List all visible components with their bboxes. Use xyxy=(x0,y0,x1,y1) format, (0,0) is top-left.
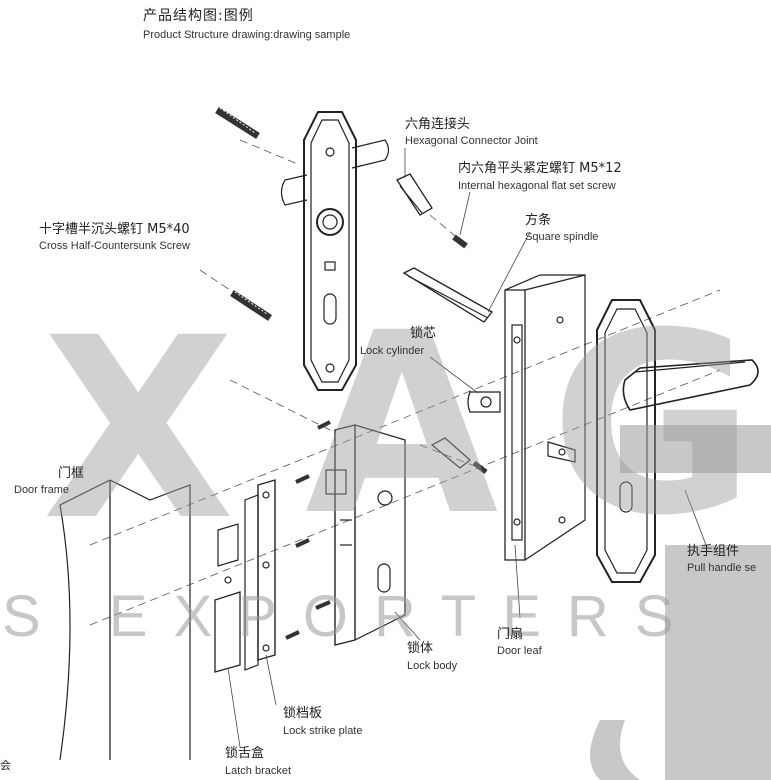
rear-escutcheon xyxy=(596,299,759,583)
front-escutcheon xyxy=(280,111,390,391)
label-lock-body-en: Lock body xyxy=(407,660,458,672)
label-door-leaf-cn: 门扇 xyxy=(497,627,524,642)
label-door-frame-en: Door frame xyxy=(14,484,70,496)
label-handle-cn: 执手组件 xyxy=(687,544,740,559)
door-leaf xyxy=(504,274,586,561)
watermark-x: X xyxy=(42,284,235,575)
square-spindle xyxy=(402,267,493,323)
label-latch-cn: 锁舌盒 xyxy=(225,746,265,761)
lock-cylinder xyxy=(467,391,576,463)
label-spindle-cn: 方条 xyxy=(525,213,552,228)
lock-strike-plate xyxy=(244,479,276,671)
label-spindle-en: Square spindle xyxy=(525,231,599,243)
label-hex-joint-cn: 六角连接头 xyxy=(405,117,471,132)
label-door-leaf-en: Door leaf xyxy=(497,645,542,657)
label-set-screw-en: Internal hexagonal flat set screw xyxy=(458,180,616,192)
hex-connector-joint xyxy=(396,173,433,216)
label-handle-en: Pull handle se xyxy=(687,562,757,574)
label-set-screw-cn: 内六角平头紧定螺钉 M5*12 xyxy=(458,161,622,176)
lock-body xyxy=(325,424,406,646)
set-screw xyxy=(452,234,468,249)
latch-bracket xyxy=(214,523,241,673)
label-cylinder-cn: 锁芯 xyxy=(410,326,437,341)
label-hex-joint-en: Hexagonal Connector Joint xyxy=(405,135,538,147)
edge-fragment-text: 会 xyxy=(0,759,11,772)
watermark-bar-top xyxy=(620,425,771,473)
watermark-subtitle: S EXPORTERS xyxy=(2,584,700,649)
label-strike-cn: 锁档板 xyxy=(283,706,323,721)
cross-screw xyxy=(230,290,272,321)
label-lock-body-cn: 锁体 xyxy=(407,641,434,656)
header-title-cn: 产品结构图:图例 xyxy=(143,8,254,24)
watermark-g: G xyxy=(550,300,755,550)
header-title-en: Product Structure drawing:drawing sample xyxy=(143,29,351,41)
watermark-bar xyxy=(665,545,771,780)
label-strike-en: Lock strike plate xyxy=(283,725,363,737)
label-cylinder-en: Lock cylinder xyxy=(360,345,425,357)
door-frame xyxy=(59,479,191,761)
label-door-frame-cn: 门框 xyxy=(58,466,85,481)
label-cross-screw-en: Cross Half-Countersunk Screw xyxy=(39,240,190,252)
label-latch-en: Latch bracket xyxy=(225,765,292,777)
rear-connector-joint xyxy=(430,437,488,474)
label-cross-screw-cn: 十字槽半沉头螺钉 M5*40 xyxy=(39,222,190,237)
leader-lines xyxy=(227,148,707,748)
lock-body-screws xyxy=(285,420,331,640)
watermark-a: A xyxy=(305,279,499,570)
top-screw xyxy=(215,107,260,139)
